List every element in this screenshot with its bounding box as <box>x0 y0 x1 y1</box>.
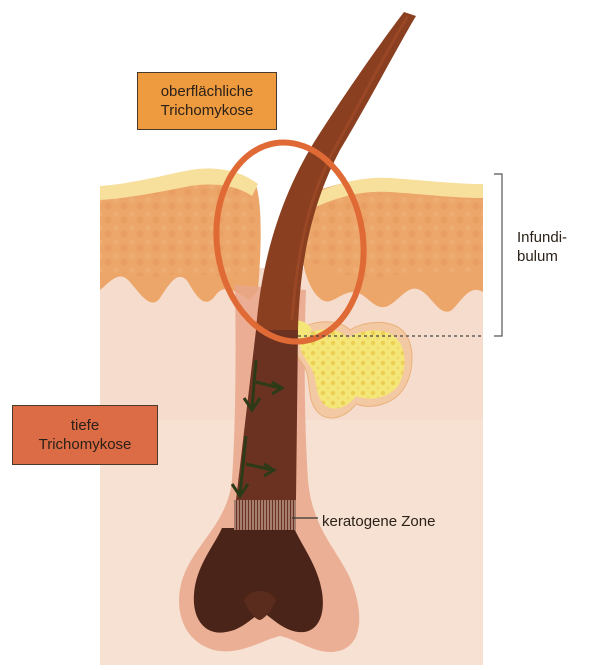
keratogenic-zone-label: keratogene Zone <box>322 512 435 531</box>
epidermis-right-texture <box>306 194 483 278</box>
deep-label-line-2: Trichomykose <box>13 435 157 454</box>
superficial-label-line-1: oberflächliche <box>138 82 276 101</box>
infundibulum-label-line-2: bulum <box>517 247 567 266</box>
superficial-trichomycosis-label: oberflächliche Trichomykose <box>137 72 277 130</box>
infundibulum-bracket <box>494 174 502 336</box>
keratogenic-zone-lines <box>234 500 296 530</box>
infundibulum-label-line-1: Infundi- <box>517 228 567 247</box>
deep-label-line-1: tiefe <box>13 416 157 435</box>
epidermis-left-texture <box>100 184 255 277</box>
infundibulum-label: Infundi- bulum <box>517 228 567 266</box>
superficial-label-line-2: Trichomykose <box>138 101 276 120</box>
deep-trichomycosis-label: tiefe Trichomykose <box>12 405 158 465</box>
